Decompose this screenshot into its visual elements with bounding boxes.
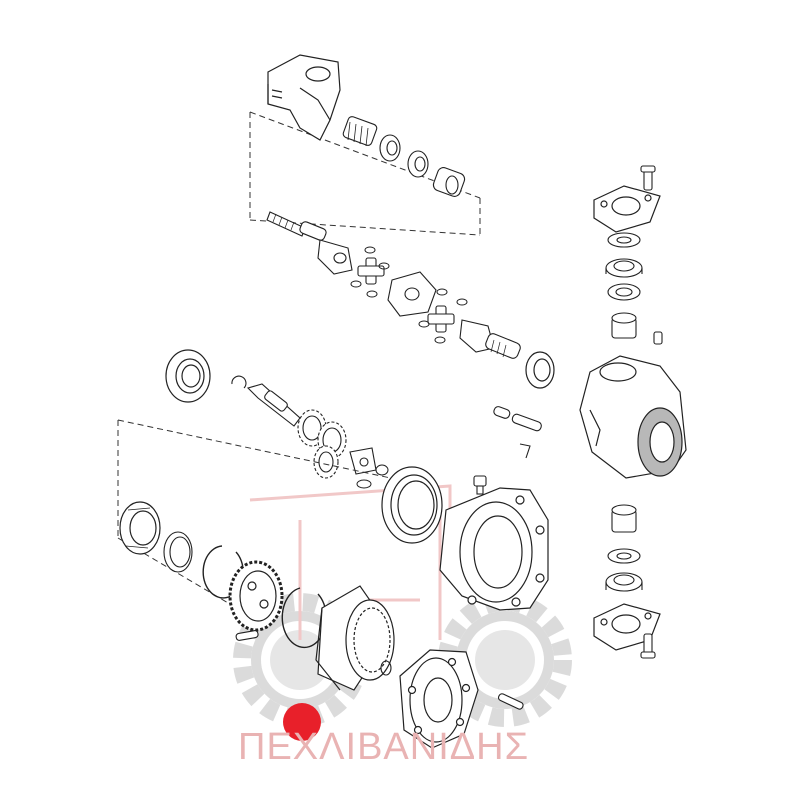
oil-seal-left xyxy=(165,349,211,403)
universal-joint-yoke-2 xyxy=(459,319,521,359)
bushing-2 xyxy=(407,150,429,178)
cover-bolt xyxy=(497,693,524,710)
steering-knuckle xyxy=(579,355,687,479)
stub-shaft xyxy=(246,383,301,427)
breather-plug xyxy=(473,475,487,495)
bushing-3 xyxy=(432,167,466,197)
shaft-seal-right xyxy=(525,351,555,389)
kingpin-bottom xyxy=(611,504,637,533)
red-marker-dot xyxy=(283,703,321,741)
shim-top xyxy=(607,232,641,248)
bearing-race-top xyxy=(607,283,641,301)
thrust-washer xyxy=(349,447,377,475)
double-yoke-center xyxy=(387,271,437,317)
shim-ring xyxy=(163,531,193,573)
pin-set xyxy=(493,406,542,459)
taper-bearing-hub xyxy=(119,501,161,555)
knuckle-bolt-top xyxy=(640,165,656,191)
planet-carrier-gear xyxy=(228,560,284,632)
axle-housing-bracket xyxy=(267,54,341,141)
spider-cross-2 xyxy=(427,305,455,333)
small-washers xyxy=(356,464,389,489)
bearing-top xyxy=(605,258,643,278)
grease-nipple-top xyxy=(653,331,663,345)
hub-oil-seal xyxy=(381,466,443,544)
shim-bottom xyxy=(607,548,641,564)
wheel-hub-housing xyxy=(439,487,549,611)
o-rings-2 xyxy=(418,288,468,344)
needle-bearing xyxy=(342,116,378,147)
hub-cover xyxy=(399,649,479,749)
kingpin-top xyxy=(611,312,637,339)
kingpin-cap-top xyxy=(593,185,661,233)
knuckle-bolt-bottom xyxy=(640,633,656,659)
retaining-pin xyxy=(235,630,259,641)
bearing-bottom xyxy=(605,572,643,592)
universal-joint-yoke-1 xyxy=(317,239,353,275)
watermark-text: ΠΕΧΛΙΒΑΝΙΔΗΣ xyxy=(238,726,530,768)
spider-cross-1 xyxy=(357,257,385,285)
ring-gear xyxy=(315,585,395,691)
drive-pinion-gear-3 xyxy=(313,445,339,479)
o-rings-1 xyxy=(350,246,390,298)
splined-shaft-input xyxy=(266,211,327,241)
bushing-1 xyxy=(379,134,401,162)
hub-small-washer xyxy=(380,660,392,676)
snap-ring-small xyxy=(231,375,247,389)
